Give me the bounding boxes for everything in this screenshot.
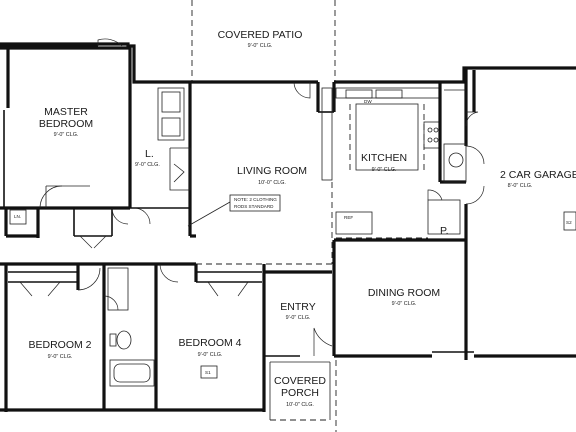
entry-label: ENTRY	[280, 301, 315, 313]
master-doors	[39, 38, 151, 249]
covered-patio-ceiling: 9'-0" CLG.	[248, 43, 273, 49]
linen-tag: LN.	[14, 214, 21, 219]
bedroom2-ceiling: 9'-0" CLG.	[48, 354, 73, 360]
laundry-label: L.	[145, 148, 154, 160]
living-room-walls	[190, 80, 440, 265]
laundry-ceiling: 9'-0" CLG.	[135, 162, 160, 168]
bedroom-doors	[19, 263, 249, 311]
dining-room-ceiling: 9'-0" CLG.	[392, 301, 417, 307]
laundry-walls	[130, 82, 192, 236]
entry-ceiling: 9'-0" CLG.	[286, 315, 311, 321]
kitchen-ceiling: 9'-0" CLG.	[372, 167, 397, 173]
covered-porch-ceiling: 10'-0" CLG.	[286, 402, 314, 408]
s2-tag: S2	[566, 220, 572, 225]
bedroom4-label: BEDROOM 4	[178, 337, 241, 349]
note-line-2: RODS STANDARD	[234, 204, 274, 209]
ref-tag: REF	[344, 215, 353, 220]
pantry-door	[427, 189, 443, 201]
pantry-tag: P.	[440, 225, 449, 237]
note-line-1: NOTE: 2 CLOTHING	[234, 197, 277, 202]
living-room-ceiling: 10'-0" CLG.	[258, 180, 286, 186]
master-bedroom-label-1: MASTER	[44, 106, 88, 118]
garage-walls	[440, 66, 576, 360]
garage-label: 2 CAR GARAGE	[500, 169, 576, 181]
covered-porch-label-1: COVERED	[274, 375, 326, 387]
covered-patio-label: COVERED PATIO	[218, 29, 303, 41]
entry-door-swing	[313, 327, 333, 356]
covered-porch-label-2: PORCH	[281, 387, 319, 399]
garage-door-swing-2	[465, 185, 485, 205]
living-room-label: LIVING ROOM	[237, 165, 307, 177]
linen-closet	[9, 209, 27, 225]
note-box	[229, 194, 281, 212]
s1-tag: S1	[205, 370, 211, 375]
patio-door-swing	[293, 81, 311, 99]
s1-box	[200, 365, 218, 379]
master-bedroom-walls	[0, 42, 190, 238]
covered-porch-outline	[269, 360, 337, 432]
garage-door-swing-1	[465, 145, 485, 165]
bedroom2-label: BEDROOM 2	[28, 339, 91, 351]
note-leader	[187, 201, 231, 227]
dining-room-label: DINING ROOM	[368, 287, 440, 299]
dw-tag: DW	[364, 99, 372, 104]
kitchen-fixtures	[321, 82, 466, 242]
kitchen-label: KITCHEN	[361, 152, 407, 164]
bedrooms-walls	[0, 262, 264, 412]
covered-patio-outline	[191, 0, 336, 82]
master-bedroom-ceiling: 9'-0" CLG.	[54, 132, 79, 138]
garage-ceiling: 8'-0" CLG.	[508, 183, 533, 189]
master-bedroom-label-2: BEDROOM	[39, 118, 93, 130]
entry-walls	[262, 264, 332, 412]
garage-door-swing-3	[465, 111, 479, 127]
bedroom4-ceiling: 9'-0" CLG.	[198, 352, 223, 358]
dining-room-walls	[332, 240, 576, 358]
